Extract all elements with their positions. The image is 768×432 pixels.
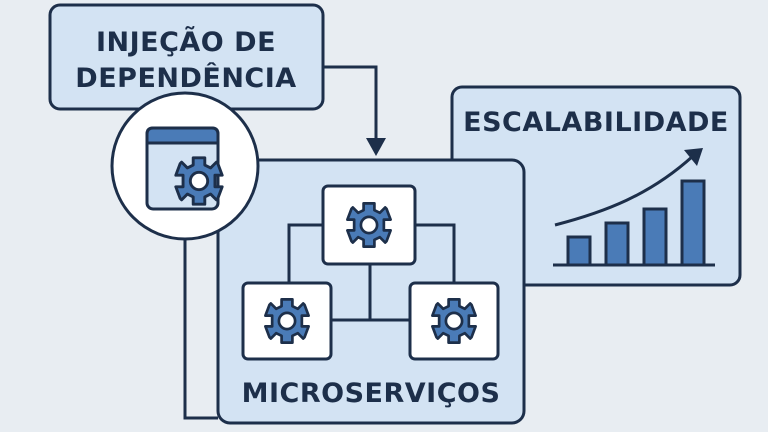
gear-icon	[174, 156, 224, 206]
chart-bar	[642, 207, 668, 267]
gear-icon	[264, 298, 310, 344]
gear-icon	[346, 202, 392, 248]
service-connectors	[287, 223, 456, 322]
chart-bar	[566, 235, 592, 267]
window-gear-icon	[145, 126, 224, 211]
di-arrow	[323, 65, 386, 156]
injecao-label-line2: DEPENDÊNCIA	[75, 62, 296, 94]
injecao-dependencia-box: INJEÇÃO DE DEPENDÊNCIA	[48, 3, 325, 111]
service-box-top	[321, 184, 417, 266]
di-circle	[110, 91, 260, 241]
trend-arrow-icon	[554, 148, 703, 227]
microservicos-label: MICROSERVIÇOS	[242, 378, 501, 409]
service-box-left	[241, 281, 333, 361]
gear-icon	[431, 298, 477, 344]
microservicos-panel: MICROSERVIÇOS	[216, 158, 526, 425]
service-box-right	[408, 281, 500, 361]
injecao-label-line1: INJEÇÃO DE	[96, 26, 276, 58]
chart-bar	[604, 221, 630, 267]
bar-chart-icon	[553, 148, 715, 267]
chart-bar	[680, 179, 706, 267]
escalabilidade-label: ESCALABILIDADE	[463, 107, 729, 138]
di-connector-line	[183, 228, 218, 420]
